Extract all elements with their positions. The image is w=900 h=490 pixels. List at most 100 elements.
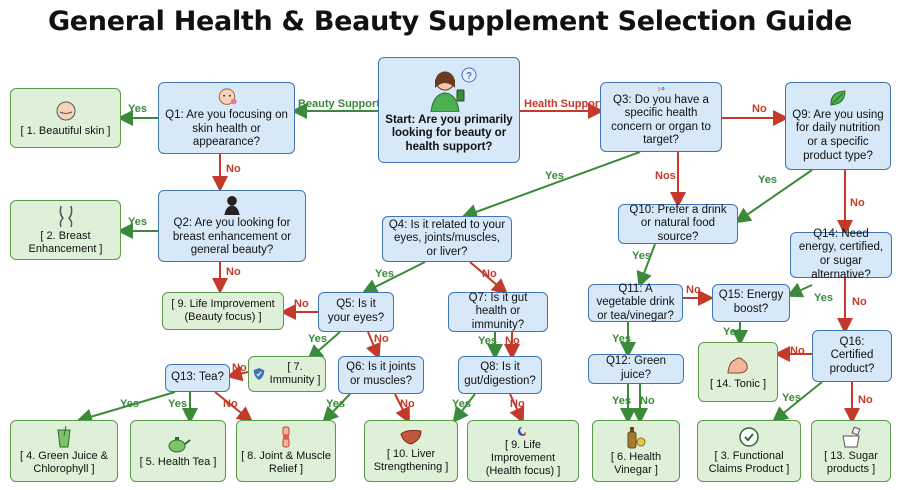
result-5[interactable]: [ 5. Health Tea ]: [130, 420, 226, 482]
woman-with-bottle-question-icon: ?: [430, 67, 477, 112]
edge-label-no: No: [226, 266, 241, 278]
q9-question: Q9: Are you using for daily nutrition or…: [792, 108, 884, 162]
q5-node[interactable]: Q5: Is it your eyes?: [318, 292, 394, 332]
q16-node[interactable]: Q16: Certified product?: [812, 330, 892, 382]
q11-node[interactable]: Q11: A vegetable drink or tea/vinegar?: [588, 283, 683, 322]
edge-label-yes: Yes: [128, 216, 147, 228]
q13-question: Q13: Tea?: [171, 371, 224, 384]
q14-question: Q14: Need energy, certified, or sugar al…: [798, 227, 884, 281]
liver-icon: [400, 429, 422, 445]
result-2[interactable]: [ 2. Breast Enhancement ]: [10, 200, 121, 260]
result-5-label: [ 5. Health Tea ]: [139, 455, 217, 468]
edge-label-nos: Nos: [655, 170, 676, 182]
edge-q6-r8: [322, 393, 351, 423]
result-14[interactable]: [ 14. Tonic ]: [698, 342, 778, 402]
edge-label-yes: Yes: [478, 335, 497, 347]
start-node[interactable]: ? Start: Are you primarily looking for b…: [378, 57, 520, 163]
result-2-label: [ 2. Breast Enhancement ]: [28, 230, 103, 255]
q15-node[interactable]: Q15: Energy boost?: [712, 284, 790, 322]
edge-label-yes: Yes: [632, 250, 651, 262]
edge-label-no: No: [850, 197, 865, 209]
woman-silhouette-icon: [224, 195, 240, 216]
result-9-beauty-label: [ 9. Life Improvement (Beauty focus) ]: [171, 298, 275, 323]
edge-label-yes: Yes: [758, 174, 777, 186]
q2-node[interactable]: Q2: Are you looking for breast enhanceme…: [158, 190, 306, 262]
result-10[interactable]: [ 10. Liver Strengthening ]: [364, 420, 458, 482]
q2-question: Q2: Are you looking for breast enhanceme…: [172, 217, 292, 257]
edge-label-no: No: [858, 394, 873, 406]
muscle-arm-icon: [727, 357, 748, 374]
edge-label-no: No: [510, 398, 525, 410]
result-9-beauty[interactable]: [ 9. Life Improvement (Beauty focus) ]: [162, 292, 284, 330]
edge-label-yes: Yes: [782, 392, 801, 404]
q10-node[interactable]: Q10: Prefer a drink or natural food sour…: [618, 204, 738, 244]
q13-node[interactable]: Q13: Tea?: [165, 364, 230, 392]
result-7-label: [ 7. Immunity ]: [269, 361, 321, 386]
edge-label-yes: Yes: [612, 395, 631, 407]
q7-node[interactable]: Q7: Is it gut health or immunity?: [448, 292, 548, 332]
shield-icon: [253, 367, 265, 381]
sugar-jar-icon: [842, 426, 861, 448]
start-question: Start: Are you primarily looking for bea…: [385, 113, 513, 153]
edge-q9-q10: [734, 169, 813, 224]
result-9-health[interactable]: [ 9. Life Improvement (Health focus) ]: [467, 420, 579, 482]
result-7[interactable]: [ 7. Immunity ]: [248, 356, 326, 392]
result-1-label: [ 1. Beautiful skin ]: [20, 124, 111, 137]
edge-label-no: No: [223, 398, 238, 410]
leaf-icon: [830, 90, 846, 106]
edge-label-no: No: [400, 398, 415, 410]
q1-node[interactable]: Q1: Are you focusing on skin health or a…: [158, 82, 295, 154]
edge-q13-r4: [76, 391, 176, 425]
edge-q6-r10: [394, 393, 410, 424]
q12-node[interactable]: Q12: Green juice?: [588, 354, 684, 384]
edge-label-no: No: [505, 335, 520, 347]
q16-question: Q16: Certified product?: [829, 335, 875, 375]
edge-label-no: No: [294, 298, 309, 310]
q12-question: Q12: Green juice?: [605, 355, 667, 381]
page-title: General Health & Beauty Supplement Selec…: [47, 6, 853, 37]
result-6[interactable]: [ 6. Health Vinegar ]: [592, 420, 680, 482]
edge-q4-q5: [361, 261, 426, 294]
edge-q13-r8: [214, 391, 254, 423]
q14-node[interactable]: Q14: Need energy, certified, or sugar al…: [790, 228, 892, 281]
result-9-health-label: [ 9. Life Improvement (Health focus) ]: [485, 439, 561, 478]
q8-question: Q8: Is it gut/digestion?: [464, 361, 536, 387]
q4-node[interactable]: Q4: Is it related to your eyes, joints/m…: [382, 216, 512, 262]
edge-q14-q15: [786, 282, 813, 298]
edge-label-beauty: Beauty Support: [298, 98, 380, 110]
q6-node[interactable]: Q6: Is it joints or muscles?: [338, 356, 424, 394]
edge-q8-r9b: [509, 393, 525, 424]
edge-label-no: No: [752, 103, 767, 115]
q9-node[interactable]: Q9: Are you using for daily nutrition or…: [785, 82, 891, 170]
edge-label-no: No: [640, 395, 655, 407]
result-14-label: [ 14. Tonic ]: [709, 377, 767, 390]
edge-q5-r7: [306, 331, 341, 361]
result-1[interactable]: [ 1. Beautiful skin ]: [10, 88, 121, 148]
result-8[interactable]: [ 8. Joint & Muscle Relief ]: [236, 420, 336, 482]
edge-label-yes: Yes: [814, 292, 833, 304]
edge-label-yes: Yes: [120, 398, 139, 410]
result-3[interactable]: [ 3. Functional Claims Product ]: [697, 420, 801, 482]
q3-node[interactable]: Q3: Do you have a specific health concer…: [600, 82, 722, 152]
edge-label-no: No: [374, 333, 389, 345]
svg-text:?: ?: [466, 71, 472, 82]
result-10-label: [ 10. Liver Strengthening ]: [373, 448, 449, 473]
edge-label-yes: Yes: [128, 103, 147, 115]
edge-q5-q6: [366, 331, 381, 360]
edge-label-no: No: [686, 284, 701, 296]
result-4[interactable]: [ 4. Green Juice & Chlorophyll ]: [10, 420, 118, 482]
edge-label-no: No: [482, 268, 497, 280]
result-13[interactable]: [ 13. Sugar products ]: [811, 420, 891, 482]
edge-label-yes: Yes: [168, 398, 187, 410]
knee-joint-icon: [282, 426, 290, 448]
face-icon: [218, 88, 237, 105]
q8-node[interactable]: Q8: Is it gut/digestion?: [458, 356, 542, 394]
moon-sleep-icon: [517, 426, 527, 437]
edge-q6-q13: [226, 365, 249, 382]
edge-q4-q7: [469, 261, 509, 295]
face-icon: [56, 101, 75, 121]
edge-q3-q4: [461, 151, 641, 220]
edge-q16-r3: [771, 381, 823, 423]
stomach-gear-icon: [657, 86, 665, 92]
